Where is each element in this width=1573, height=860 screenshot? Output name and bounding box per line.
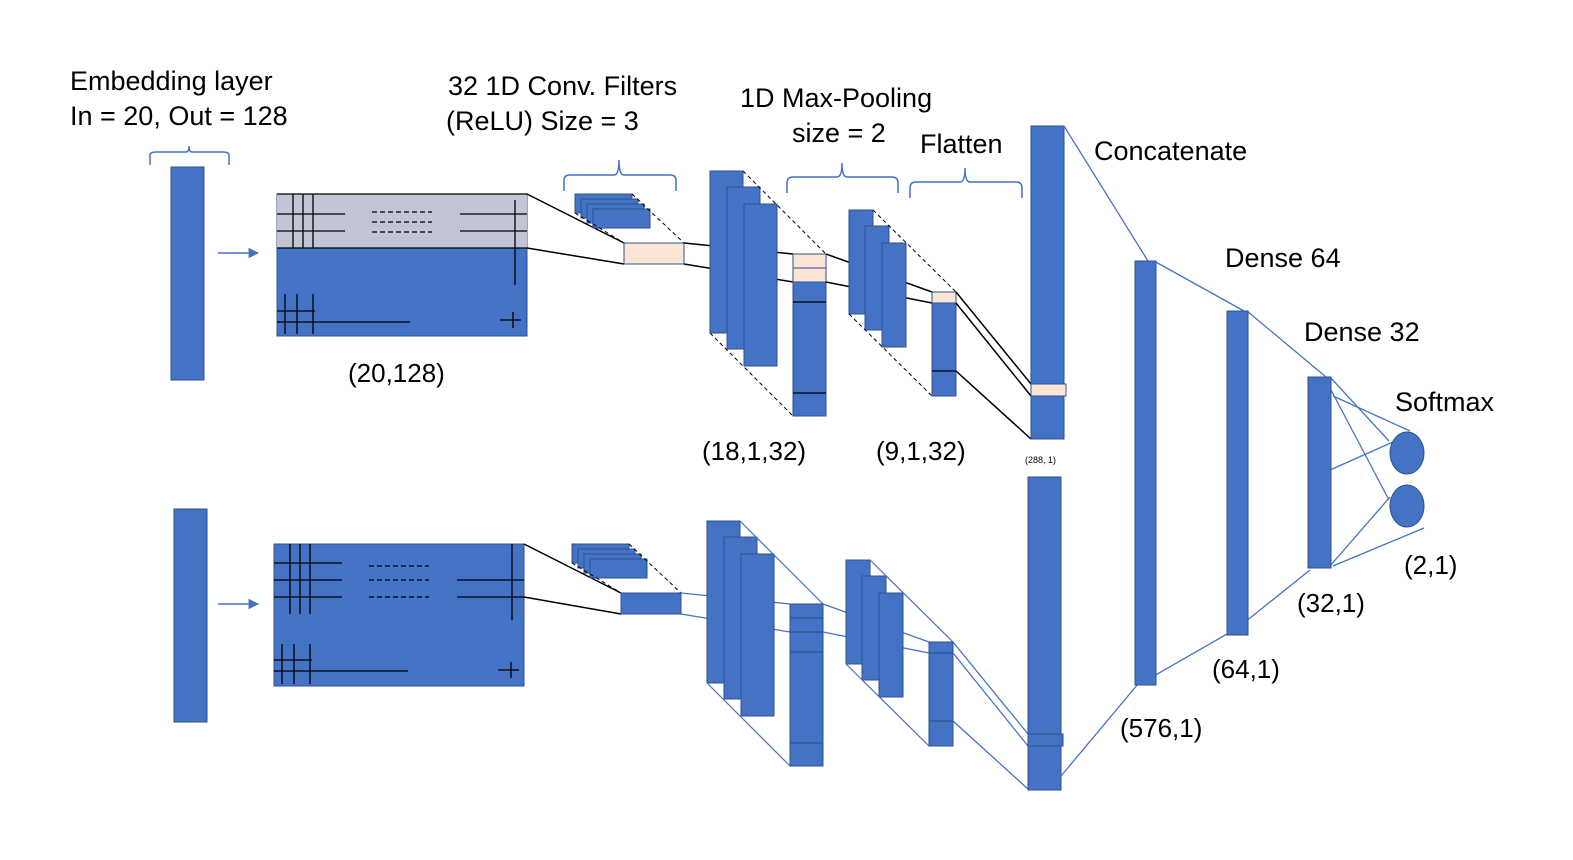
conv-projection-bottom bbox=[523, 543, 622, 615]
flatten-brace bbox=[909, 167, 1023, 198]
embedding-layer-title: Embedding layer bbox=[70, 66, 273, 96]
conv-filters-top bbox=[574, 193, 685, 244]
flatten-title: Flatten bbox=[920, 129, 1003, 159]
dense64-title: Dense 64 bbox=[1225, 243, 1341, 273]
dense64-output-shape: (64,1) bbox=[1212, 654, 1280, 684]
softmax-node-1 bbox=[1389, 431, 1425, 475]
conv-result-highlight-top bbox=[623, 242, 685, 265]
flatten-projection-top bbox=[955, 291, 1032, 440]
embedding-matrix-bottom bbox=[273, 543, 525, 687]
dense32-vector bbox=[1307, 376, 1332, 569]
dense64-vector bbox=[1226, 310, 1249, 636]
flatten-vector-bottom-segment bbox=[1027, 733, 1064, 747]
flatten-projection-bottom bbox=[952, 641, 1029, 790]
pool-brace bbox=[786, 162, 899, 193]
concatenate-title: Concatenate bbox=[1094, 136, 1247, 166]
max-pooling-params: size = 2 bbox=[792, 118, 886, 148]
dense32-title: Dense 32 bbox=[1304, 317, 1420, 347]
conv-feature-maps-top bbox=[709, 170, 827, 417]
pooled-feature-maps-bottom bbox=[845, 559, 954, 747]
conv-filters-params: (ReLU) Size = 3 bbox=[446, 106, 639, 136]
conv-filters-bottom bbox=[571, 543, 682, 594]
conv-result-bottom bbox=[620, 592, 682, 615]
dense32-output-shape: (32,1) bbox=[1297, 588, 1365, 618]
softmax-title: Softmax bbox=[1395, 387, 1495, 417]
softmax-node-2 bbox=[1389, 484, 1425, 528]
layer-braces bbox=[149, 145, 1023, 198]
pool-output-shape: (9,1,32) bbox=[876, 436, 966, 466]
softmax-output-shape: (2,1) bbox=[1404, 550, 1457, 580]
pooled-feature-maps-top bbox=[848, 209, 957, 397]
max-pooling-title: 1D Max-Pooling bbox=[740, 83, 932, 113]
conv-output-shape: (18,1,32) bbox=[702, 436, 806, 466]
conv-brace bbox=[563, 159, 677, 191]
embedding-matrix-shape: (20,128) bbox=[348, 358, 445, 388]
flatten-vector-top-highlight bbox=[1030, 383, 1067, 397]
embedding-window-highlight bbox=[277, 194, 527, 248]
conv-feature-maps-bottom bbox=[706, 520, 824, 767]
conv-projection-top bbox=[526, 193, 625, 265]
flatten-output-shape: (288, 1) bbox=[1025, 455, 1056, 465]
embedding-matrix-top bbox=[276, 193, 528, 337]
embedding-brace bbox=[149, 145, 230, 165]
conv-filters-title: 32 1D Conv. Filters bbox=[448, 71, 677, 101]
embedding-input-top bbox=[170, 166, 205, 381]
concat-output-shape: (576,1) bbox=[1120, 713, 1202, 743]
concatenate-vector bbox=[1134, 260, 1157, 686]
embedding-input-bottom bbox=[173, 508, 208, 723]
embedding-layer-params: In = 20, Out = 128 bbox=[70, 101, 288, 131]
